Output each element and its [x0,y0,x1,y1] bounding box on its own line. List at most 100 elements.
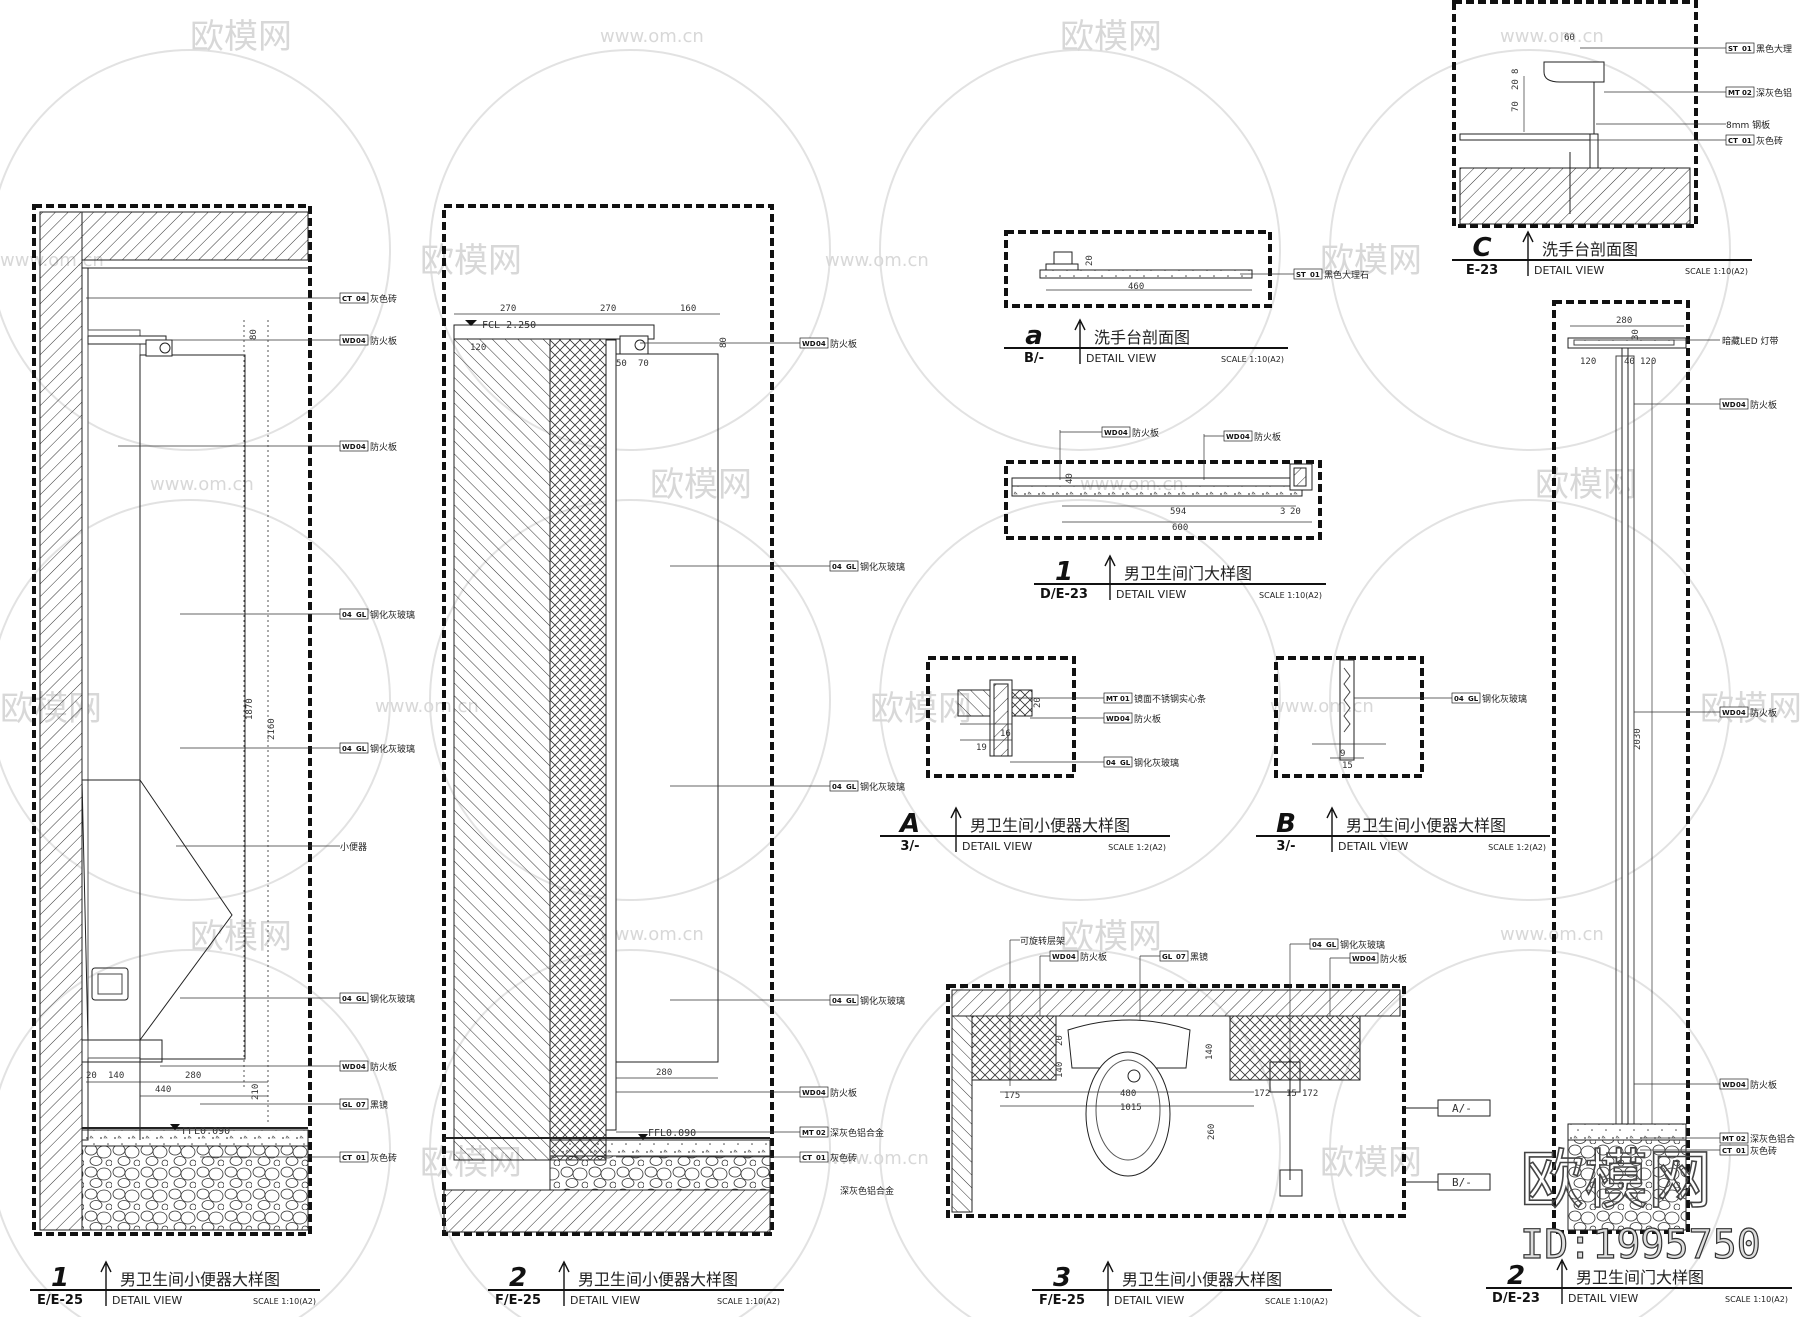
svg-text:01: 01 [1120,695,1130,703]
svg-text:04: 04 [1312,941,1322,949]
svg-text:GL: GL [846,997,857,1005]
svg-text:ST: ST [1296,271,1306,279]
label-wd04: 防火板 [1380,953,1407,965]
detail-view-label: DETAIL VIEW [112,1294,182,1307]
svg-text:GL: GL [342,1101,353,1109]
svg-text:01: 01 [1310,271,1320,279]
svg-text:04: 04 [356,295,366,303]
label-wd04: 防火板 [1750,1079,1777,1091]
wm-url: www.om.cn [600,26,704,47]
detail-scale: SCALE 1:10(A2) [1685,267,1748,276]
dim-140: 140 [1055,1062,1065,1078]
dim-40: 40 [1624,357,1635,367]
label-ct01: 灰色砖 [1756,135,1783,147]
wm-logo: 欧模网 [1060,917,1162,957]
label-urinal: 小便器 [340,841,367,853]
svg-text:WD: WD [1052,953,1066,961]
detail-reference: D/E-23 [1492,1291,1540,1306]
svg-text:02: 02 [816,1129,826,1137]
detail-reference: E/E-25 [37,1293,83,1308]
wm-url: www.om.cn [825,1148,929,1169]
dim-120: 120 [1580,357,1596,367]
label-wd04: 防火板 [370,1061,397,1073]
label-gl04: 钢化灰玻璃 [1340,939,1385,951]
detail-scale: SCALE 1:10(A2) [1265,1297,1328,1306]
detail-title: 洗手台剖面图 [1094,328,1190,347]
dim-160: 160 [680,304,696,314]
svg-text:WD: WD [1352,955,1366,963]
dim-480: 480 [1120,1089,1136,1099]
wm-logo: 欧模网 [650,465,752,505]
label-gl04: 钢化灰玻璃 [860,561,905,573]
detail-scale: SCALE 1:10(A2) [1259,591,1322,600]
svg-text:04: 04 [1240,433,1250,441]
svg-text:GL: GL [1120,759,1131,767]
arrow-head-icon [1074,318,1086,331]
svg-text:04: 04 [832,563,842,571]
detail-reference: 3/- [1276,839,1295,854]
svg-text:GL: GL [846,563,857,571]
wm-url: www.om.cn [1500,924,1604,945]
label-wd04: 防火板 [1134,713,1161,725]
detail-number: a [1025,321,1043,351]
detail-scale: SCALE 1:2(A2) [1108,843,1166,852]
svg-text:WD: WD [1104,429,1118,437]
detail-scale: SCALE 1:10(A2) [1221,355,1284,364]
wm-url: www.om.cn [825,250,929,271]
detail-view-label: DETAIL VIEW [1338,840,1408,853]
dim-70: 70 [1511,101,1521,112]
dim-60: 60 [1564,33,1575,43]
svg-text:04: 04 [1736,1081,1746,1089]
arrow-head-icon [950,806,962,819]
svg-text:04: 04 [1454,695,1464,703]
label-mt02-short: 深灰色铝 [1756,87,1792,99]
dim-3: 3 [1280,507,1285,517]
svg-text:04: 04 [1106,759,1116,767]
label-wd04: 防火板 [830,1087,857,1099]
dim-19: 19 [976,743,987,753]
svg-text:04: 04 [342,611,352,619]
ffl-label: FFL0.090 [648,1128,696,1139]
wm-logo: 欧模网 [1320,1143,1422,1183]
svg-text:02: 02 [1742,89,1752,97]
dim-20: 20 [1055,1035,1065,1046]
detail-view-label: DETAIL VIEW [1116,588,1186,601]
detail-number: B [1276,809,1296,839]
arrow-head-icon [1326,806,1338,819]
label-wd04: 防火板 [1254,431,1281,443]
svg-text:MT: MT [1728,89,1740,97]
label-ct01-short: 灰色砖 [1750,1145,1777,1157]
dim-70: 70 [638,359,649,369]
svg-text:04: 04 [832,783,842,791]
label-gl04: 钢化灰玻璃 [370,743,415,755]
wm-logo: 欧模网 [190,17,292,57]
svg-text:04: 04 [832,997,842,1005]
svg-text:WD: WD [342,443,356,451]
dim-2160: 2160 [267,718,277,740]
svg-text:07: 07 [356,1101,366,1109]
wm-url: www.om.cn [1500,26,1604,47]
detail-scale: SCALE 1:10(A2) [1725,1295,1788,1304]
detail-number: 3 [1053,1263,1071,1293]
svg-text:WD: WD [802,340,816,348]
svg-text:04: 04 [1120,715,1130,723]
svg-text:04: 04 [356,1063,366,1071]
label-gl04: 钢化灰玻璃 [1134,757,1179,769]
label-mt02: 深灰色铝合金 [830,1127,884,1139]
svg-text:04: 04 [816,340,826,348]
dim-140: 140 [108,1071,124,1081]
svg-text:GL: GL [1326,941,1337,949]
arrow-head-icon [558,1260,570,1273]
svg-text:CT: CT [342,1154,352,1162]
label-gl04: 钢化灰玻璃 [860,995,905,1007]
dim-594: 594 [1170,507,1186,517]
detail-title: 男卫生间小便器大样图 [970,816,1130,835]
